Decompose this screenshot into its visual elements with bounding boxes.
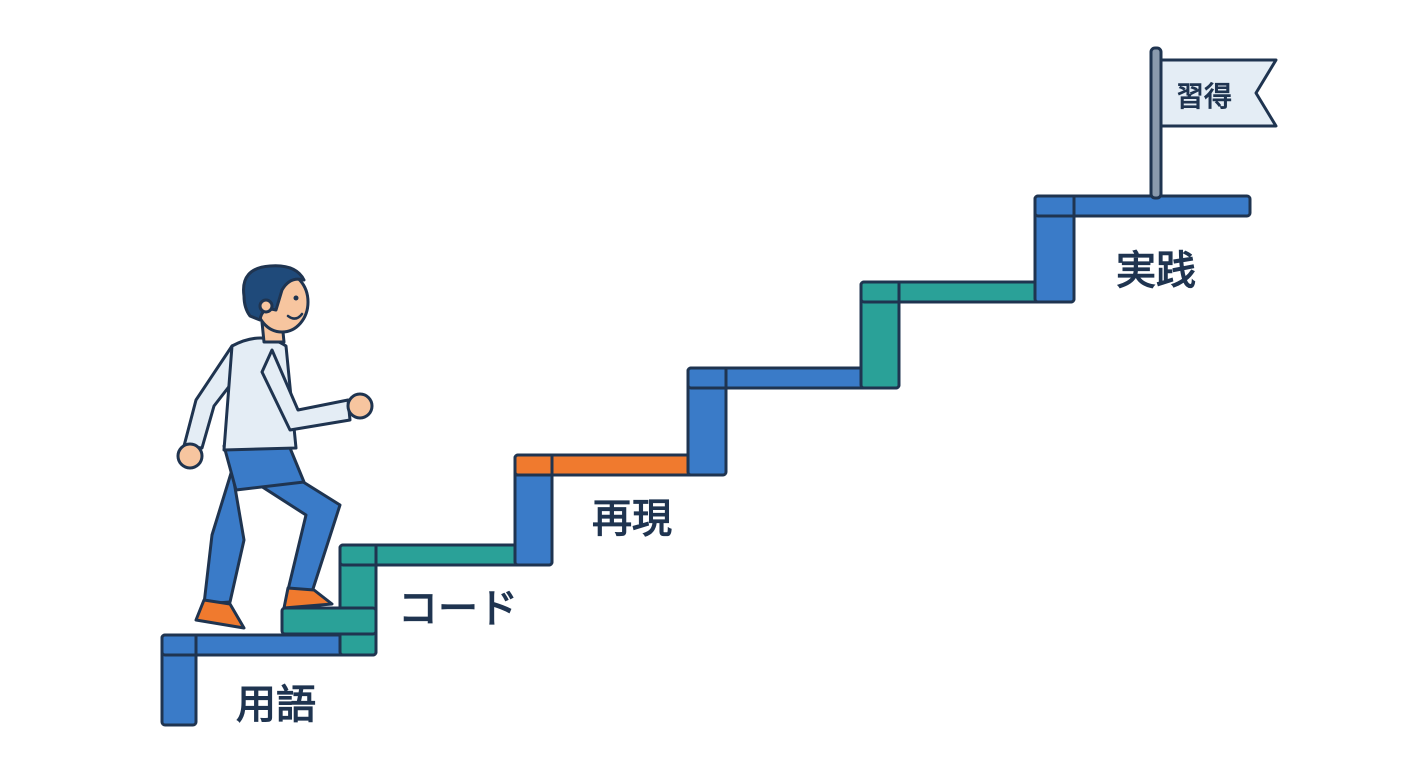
step-5 bbox=[859, 280, 1076, 390]
step-label-practice: 実践 bbox=[1116, 248, 1196, 294]
back-hand bbox=[176, 442, 204, 470]
staircase bbox=[160, 194, 1252, 727]
hips bbox=[222, 444, 306, 492]
smile bbox=[286, 312, 304, 320]
goal-flag-icon bbox=[1149, 46, 1278, 200]
step-label-reproduce: 再現 bbox=[592, 496, 672, 542]
step-6 bbox=[1033, 194, 1252, 304]
step-label-code: コード bbox=[398, 586, 518, 632]
front-shoe-icon bbox=[282, 586, 334, 610]
goal-label: 習得 bbox=[1176, 80, 1232, 113]
step-label-terms: 用語 bbox=[236, 682, 316, 728]
ear bbox=[258, 298, 274, 314]
eye bbox=[293, 295, 299, 301]
front-hand bbox=[346, 392, 374, 420]
back-shoe-icon bbox=[194, 598, 246, 630]
front-arm bbox=[260, 348, 352, 432]
step-3 bbox=[513, 453, 727, 567]
step-2 bbox=[280, 543, 554, 657]
climbing-person-icon bbox=[176, 264, 374, 630]
